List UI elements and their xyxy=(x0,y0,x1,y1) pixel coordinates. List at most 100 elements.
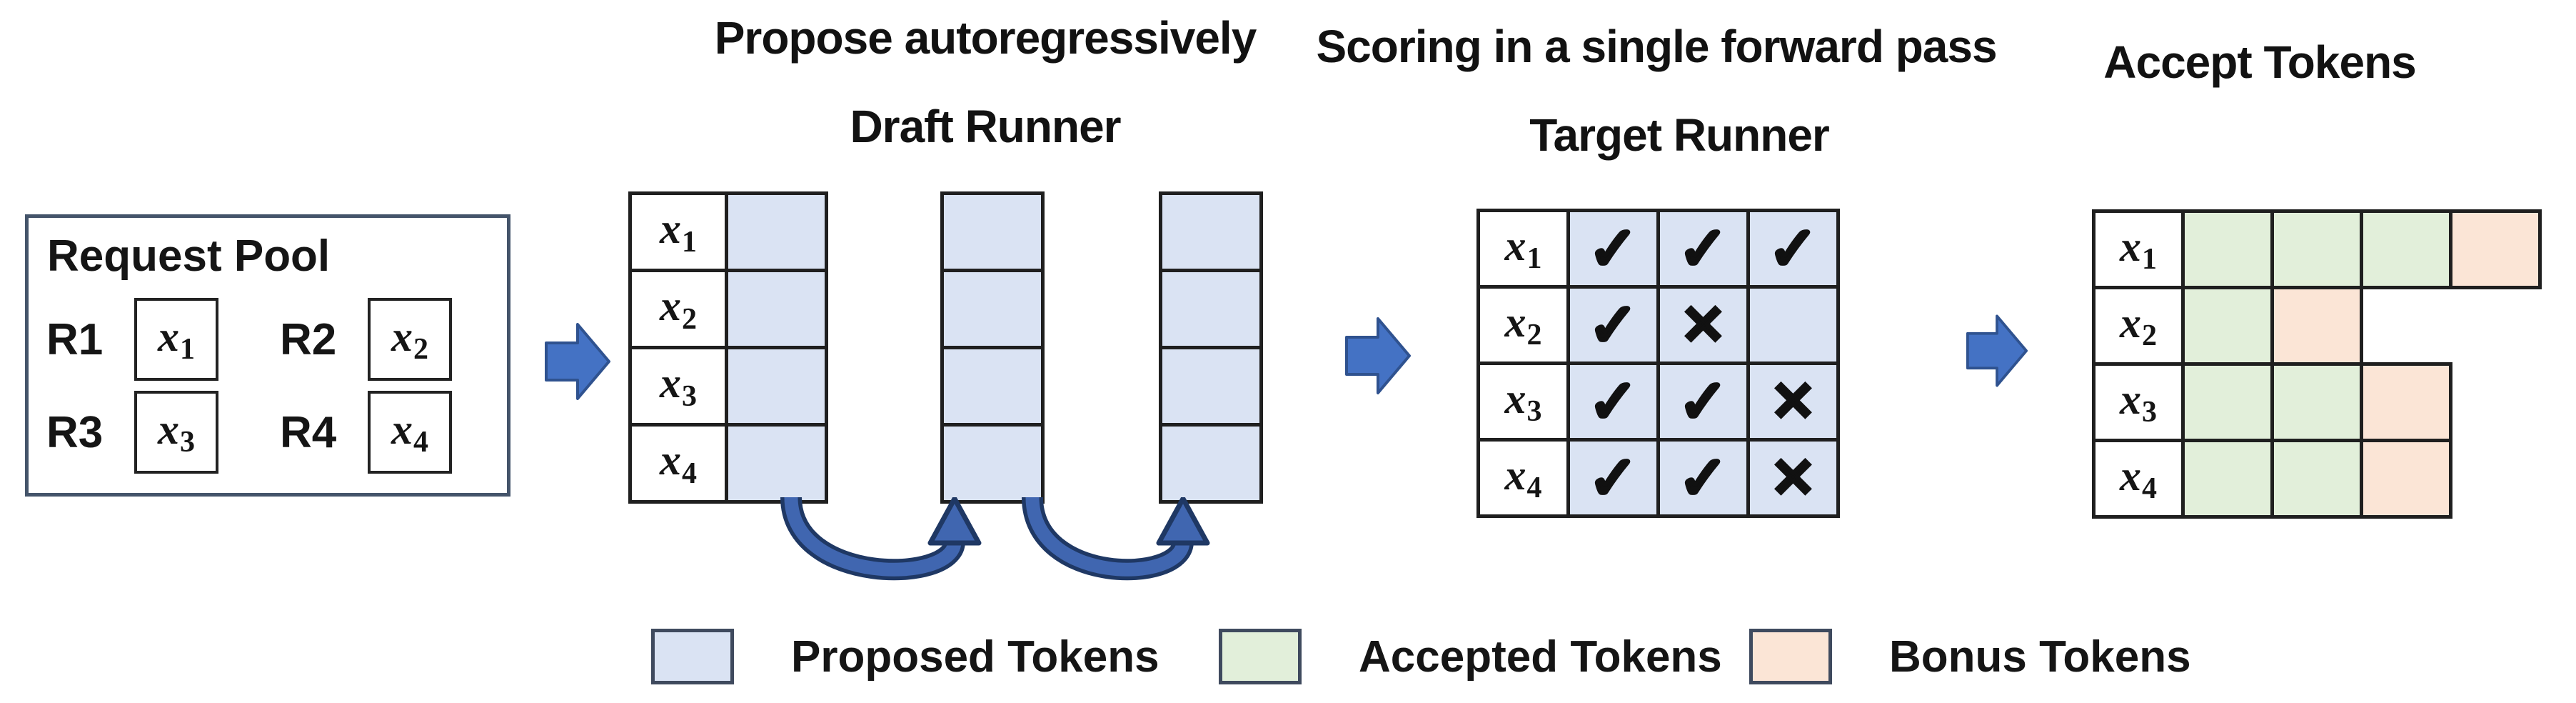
token-label: x1 xyxy=(158,312,195,367)
proposed-token-cell xyxy=(725,423,828,504)
draft-proposal-column-step3 xyxy=(1159,191,1263,504)
proposed-token-cell xyxy=(1159,423,1263,504)
legend-label: Accepted Tokens xyxy=(1359,632,1722,682)
proposed-token-cell xyxy=(940,423,1045,504)
u-turn-up-arrow-icon xyxy=(780,497,982,581)
accepted-token-cell xyxy=(2270,362,2363,442)
draft-row-label-cell: x4 xyxy=(628,423,728,504)
check-icon: ✓ xyxy=(1676,367,1730,437)
row-token-label: x3 xyxy=(660,359,697,413)
request-item: R3 x3 xyxy=(46,391,218,474)
autoregressive-loop-arrows xyxy=(780,497,1210,581)
table-row: x4 xyxy=(2092,439,2538,519)
cross-icon: ✕ xyxy=(1769,369,1818,433)
accepted-token-cell xyxy=(2181,362,2274,442)
row-token-label: x4 xyxy=(1504,451,1542,505)
proposed-token-cell xyxy=(725,346,828,427)
draft-section-title: Propose autoregressively xyxy=(714,12,1257,64)
table-row: x3 xyxy=(2092,362,2538,442)
row-token-label: x1 xyxy=(1504,221,1542,276)
table-row: x3 ✓ ✓ ✕ xyxy=(1476,362,1840,442)
score-cell: ✓ xyxy=(1656,362,1750,442)
bonus-token-cell xyxy=(2449,209,2542,289)
request-id-label: R3 xyxy=(46,407,104,457)
draft-row-label-cell: x3 xyxy=(628,346,728,427)
token-label: x4 xyxy=(391,405,428,459)
u-turn-up-arrow-icon xyxy=(1022,497,1210,581)
accepted-token-cell xyxy=(2360,209,2452,289)
score-cell: ✓ xyxy=(1566,362,1660,442)
proposed-token-cell xyxy=(940,269,1045,349)
check-icon: ✓ xyxy=(1586,290,1640,360)
accepted-token-cell xyxy=(2270,439,2363,519)
row-token-label: x4 xyxy=(660,437,697,490)
table-row: x3 xyxy=(628,346,828,427)
score-cell: ✓ xyxy=(1566,438,1660,518)
target-row-label-cell: x4 xyxy=(1476,438,1570,518)
row-token-label: x2 xyxy=(1504,298,1542,352)
token-box: x2 xyxy=(368,298,452,381)
row-token-label: x1 xyxy=(660,205,697,259)
row-token-label: x1 xyxy=(2120,222,2157,276)
table-row: x1 ✓ ✓ ✓ xyxy=(1476,209,1840,289)
row-token-label: x4 xyxy=(2120,452,2157,506)
proposed-token-cell xyxy=(725,269,828,349)
request-pool-box: Request Pool R1 x1 R2 x2 R3 x3 R4 x4 xyxy=(25,214,510,497)
table-row: x2 ✓ ✕ xyxy=(1476,285,1840,365)
draft-runner-subtitle: Draft Runner xyxy=(850,101,1121,152)
flow-right-arrow-icon xyxy=(545,323,610,400)
proposed-token-cell xyxy=(1159,346,1263,427)
bonus-color-swatch xyxy=(1749,629,1832,684)
flow-right-arrow-icon xyxy=(1345,317,1411,394)
check-icon: ✓ xyxy=(1766,214,1820,284)
legend-item-accepted: Accepted Tokens xyxy=(1219,629,1722,684)
accepted-token-cell xyxy=(2270,209,2363,289)
target-row-label-cell: x1 xyxy=(1476,209,1570,289)
accepted-color-swatch xyxy=(1219,629,1302,684)
token-label: x2 xyxy=(391,312,428,367)
proposed-token-cell xyxy=(1159,191,1263,272)
accepted-token-cell xyxy=(2181,209,2274,289)
table-row: x4 xyxy=(628,423,828,504)
proposed-color-swatch xyxy=(651,629,734,684)
score-cell xyxy=(1746,285,1840,365)
row-token-label: x3 xyxy=(1504,374,1542,429)
score-cell: ✕ xyxy=(1656,285,1750,365)
flow-right-arrow-icon xyxy=(1966,314,2028,387)
score-cell: ✓ xyxy=(1746,209,1840,289)
request-pool-title: Request Pool xyxy=(47,231,331,281)
accept-section-title: Accept Tokens xyxy=(2103,36,2416,88)
request-id-label: R1 xyxy=(46,314,104,364)
check-icon: ✓ xyxy=(1586,367,1640,437)
score-cell: ✓ xyxy=(1656,209,1750,289)
token-box: x4 xyxy=(368,391,452,474)
check-icon: ✓ xyxy=(1676,214,1730,284)
check-icon: ✓ xyxy=(1676,443,1730,513)
legend-item-proposed: Proposed Tokens xyxy=(651,629,1159,684)
cross-icon: ✕ xyxy=(1769,446,1818,509)
draft-row-label-cell: x2 xyxy=(628,269,728,349)
token-box: x1 xyxy=(134,298,218,381)
target-scoring-table: x1✓✓✓x2✓✕x3✓✓✕x4✓✓✕ xyxy=(1476,209,1840,518)
token-box: x3 xyxy=(134,391,218,474)
legend-label: Proposed Tokens xyxy=(791,632,1159,682)
target-section-title: Scoring in a single forward pass xyxy=(1316,21,1997,72)
accept-row-label-cell: x3 xyxy=(2092,362,2185,442)
table-row: x4 ✓✓ ✕ xyxy=(1476,438,1840,518)
legend-label: Bonus Tokens xyxy=(1889,632,2191,682)
accept-row-label-cell: x1 xyxy=(2092,209,2185,289)
table-row: x2 xyxy=(628,269,828,349)
draft-proposal-table: x1 x2 x3 x4 xyxy=(628,191,828,504)
row-token-label: x3 xyxy=(2120,375,2157,429)
score-cell: ✓ xyxy=(1566,209,1660,289)
cross-icon: ✕ xyxy=(1679,293,1729,357)
check-icon: ✓ xyxy=(1586,214,1640,284)
target-runner-subtitle: Target Runner xyxy=(1529,109,1830,161)
row-token-label: x2 xyxy=(660,282,697,336)
proposed-token-cell xyxy=(940,191,1045,272)
request-item: R4 x4 xyxy=(280,391,452,474)
row-token-label: x2 xyxy=(2120,299,2157,353)
accepted-token-cell xyxy=(2181,286,2274,366)
table-row: x1 xyxy=(628,191,828,272)
